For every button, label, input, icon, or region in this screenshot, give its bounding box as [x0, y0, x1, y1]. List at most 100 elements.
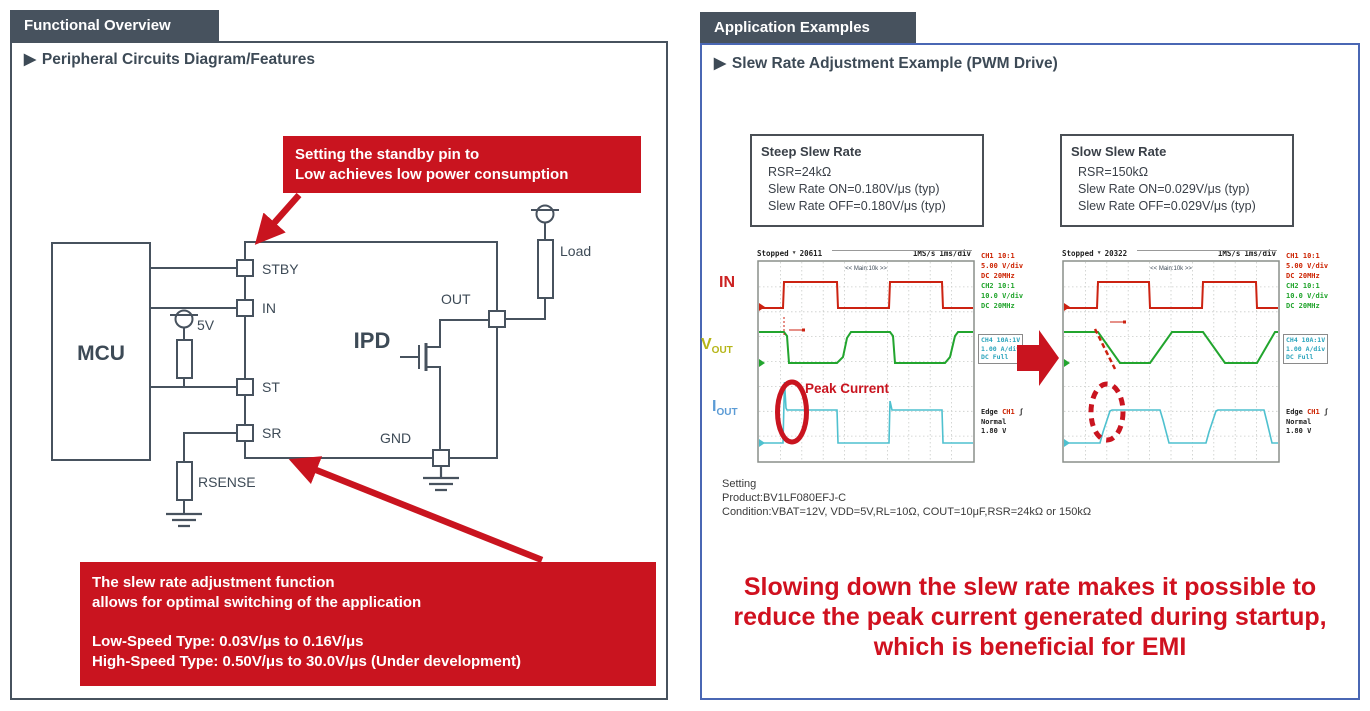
vout-sub: OUT [711, 345, 733, 357]
steep-box-title: Steep Slew Rate [761, 144, 862, 159]
in-label: IN [262, 300, 276, 316]
slow-box-line3: Slew Rate OFF=0.029V/μs (typ) [1078, 199, 1256, 213]
callout-slewrate-line1: The slew rate adjustment function [92, 574, 335, 591]
trigger-level: 1.80 V [981, 427, 1007, 435]
load-label: Load [560, 243, 591, 259]
signal-label-iout: IOUT [712, 398, 738, 418]
signal-label-vout: VOUT [701, 336, 733, 356]
ch4-name: CH4 10A:1V [1286, 336, 1326, 344]
mcu-label: MCU [77, 342, 125, 365]
callout-slewrate-line3: Low-Speed Type: 0.03V/μs to 0.16V/μs [92, 633, 364, 650]
setting-title: Setting [722, 478, 757, 490]
slew-comparison-arrow-icon [1017, 330, 1059, 386]
trigger-line1: Edge CH1 ʃ [981, 408, 1024, 416]
application-examples-tab: Application Examples [700, 12, 916, 43]
conclusion-line3: which is beneficial for EMI [873, 633, 1187, 661]
callout-arrow-top [254, 192, 302, 245]
conclusion-line2: reduce the peak current generated during… [733, 603, 1327, 631]
st-label: ST [262, 379, 280, 395]
mcu-block [51, 242, 151, 461]
scope-right-grid: << Main:10k >> [1062, 260, 1280, 463]
scope-right-count: 20322 [1104, 248, 1128, 258]
scope-left-status: Stopped [757, 248, 789, 258]
trigger-mode: Normal [981, 417, 1007, 426]
sr-label: SR [262, 425, 281, 441]
scope-left-position-bar [832, 250, 972, 251]
section-title-left-label: Peripheral Circuits Diagram/Features [41, 51, 315, 68]
trigger-icon: ▼ [792, 250, 796, 256]
steep-slew-rate-box: Steep Slew Rate RSR=24kΩ Slew Rate ON=0.… [750, 134, 984, 227]
steep-box-line2: Slew Rate ON=0.180V/μs (typ) [768, 182, 940, 196]
trigger-line1: Edge CH1 ʃ [1286, 408, 1329, 416]
ch4-coupling: DC Full [981, 353, 1009, 361]
ch1-scale: 5.00 V/div [981, 262, 1024, 270]
gnd-label: GND [380, 430, 411, 446]
rsense-label: RSENSE [198, 474, 256, 490]
ch1-name: CH1 10:1 [981, 252, 1015, 260]
ch4-scale: 1.00 A/div [981, 344, 1021, 353]
vout-waveform [759, 331, 973, 364]
slow-box-line1: RSR=150kΩ [1078, 165, 1149, 179]
triangle-bullet-icon: ▶ [24, 51, 36, 68]
ch1-name: CH1 10:1 [1286, 252, 1320, 260]
setting-product: Product:BV1LF080EFJ-C [722, 492, 847, 504]
stby-label: STBY [262, 261, 299, 277]
slow-box-title: Slow Slew Rate [1071, 144, 1167, 159]
ch2-marker-icon [1064, 359, 1070, 367]
conclusion-line1: Slowing down the slew rate makes it poss… [743, 573, 1317, 601]
steep-box-line1: RSR=24kΩ [768, 165, 832, 179]
ch4-settings-box-right: CH4 10A:1V 1.00 A/div DC Full [1283, 334, 1329, 364]
iout-waveform [759, 381, 973, 444]
scope-right-rate: 1MS/s [1217, 248, 1241, 258]
circuit-wires [51, 204, 559, 528]
callout-arrows [254, 192, 544, 564]
scope-right-header: Stopped ▼ 20322 1MS/s 1ms/div [1062, 246, 1280, 260]
setting-condition: Condition:VBAT=12V, VDD=5V,RL=10Ω, COUT=… [722, 506, 1092, 518]
ch4-coupling: DC Full [1286, 353, 1314, 361]
iout-i: I [712, 398, 717, 415]
trigger-level: 1.80 V [1286, 427, 1312, 435]
peak-current-label: Peak Current [805, 381, 890, 396]
conclusion-text: Slowing down the slew rate makes it poss… [705, 572, 1355, 662]
vout-v: V [701, 336, 712, 353]
ch2-coupling: DC 20MHz [981, 302, 1015, 310]
scope-left-rate: 1MS/s [912, 248, 936, 258]
ipd-label: IPD [354, 328, 391, 353]
channel-info-right: CH1 10:1 5.00 V/div DC 20MHz CH2 10:1 10… [1286, 251, 1328, 311]
pin-st [236, 378, 254, 396]
functional-overview-tab: Functional Overview [10, 10, 219, 41]
callout-arrow-bottom [288, 456, 544, 564]
scope-left-main-label: << Main:10k >> [845, 266, 887, 272]
ch1-coupling: DC 20MHz [981, 272, 1015, 280]
pin-out [488, 310, 506, 328]
ch2-name: CH2 10:1 [981, 282, 1015, 290]
section-title-left: ▶ Peripheral Circuits Diagram/Features [24, 50, 315, 69]
delay-marker-end [802, 328, 805, 332]
signal-label-in: IN [719, 274, 735, 291]
callout-slewrate-line2: allows for optimal switching of the appl… [92, 593, 422, 611]
in-waveform [1064, 281, 1278, 309]
setting-note: Setting Product:BV1LF080EFJ-C Condition:… [722, 477, 1091, 519]
ch4-name: CH4 10A:1V [981, 336, 1021, 344]
scope-right-main-label: << Main:10k >> [1150, 266, 1192, 272]
scope-left-count: 20611 [799, 248, 823, 258]
scope-right-status: Stopped [1062, 248, 1094, 258]
pin-sr [236, 424, 254, 442]
iout-waveform [1064, 409, 1278, 444]
pin-stby [236, 259, 254, 277]
in-waveform [759, 281, 973, 309]
iout-sub: OUT [716, 407, 738, 419]
ch2-scale: 10.0 V/div [1286, 292, 1329, 300]
pin-in [236, 299, 254, 317]
callout-standby-line1: Setting the standby pin to [295, 146, 480, 163]
scope-left-timebase: 1ms/div [939, 248, 971, 258]
scope-left-grid: << Main:10k >> [757, 260, 975, 463]
section-title-right-label: Slew Rate Adjustment Example (PWM Drive) [731, 55, 1058, 72]
delay-marker-end [1123, 320, 1126, 324]
scope-right-timebase: 1ms/div [1244, 248, 1276, 258]
scope-right-position-bar [1137, 250, 1277, 251]
section-title-right: ▶Slew Rate Adjustment Example (PWM Drive… [714, 54, 1058, 73]
trigger-icon: ▼ [1097, 250, 1101, 256]
callout-standby: Setting the standby pin to Low achieves … [283, 136, 641, 193]
ch4-scale: 1.00 A/div [1286, 344, 1326, 353]
